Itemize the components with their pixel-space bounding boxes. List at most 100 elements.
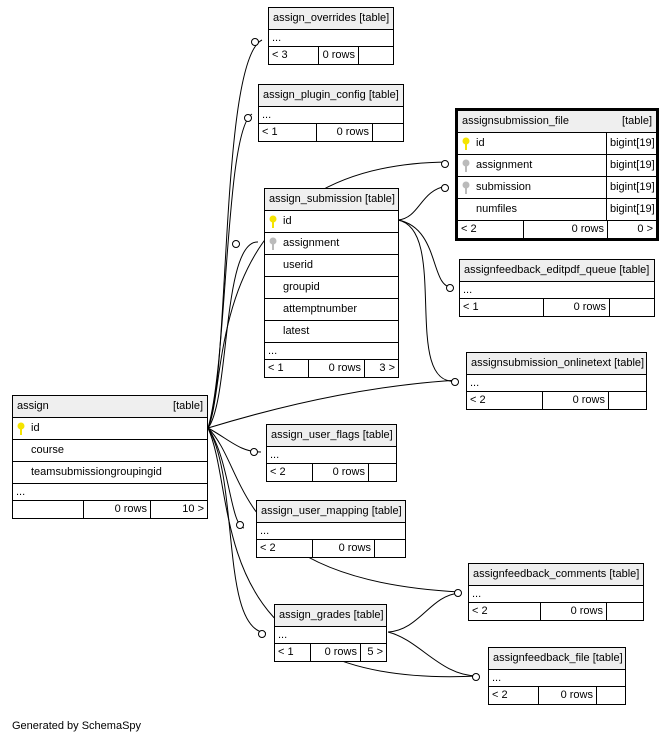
more-columns: ... [467, 375, 646, 392]
children-count [609, 392, 646, 409]
parents-count: < 2 [267, 464, 313, 481]
column-name: submission [476, 181, 532, 193]
column-row: assignment bigint[19] [458, 155, 656, 177]
table-name: assignfeedback_file [493, 652, 590, 664]
table-assignsubmission-file[interactable]: assignsubmission_file[table] id bigint[1… [455, 108, 659, 241]
more-columns: ... [265, 343, 398, 360]
row-count: 0 rows [317, 124, 373, 141]
column-row: groupid [265, 277, 398, 299]
relation-assign-overrides [207, 39, 263, 429]
column-row: numfiles bigint[19] [458, 199, 656, 221]
table-name: assign_user_mapping [261, 505, 369, 517]
relation-grades-feedback-file [387, 631, 479, 677]
parents-count: < 1 [460, 299, 544, 316]
row-count: 0 rows [524, 221, 608, 238]
table-header: assignfeedback_file [table] [489, 648, 625, 670]
table-footer: < 2 0 rows [257, 540, 405, 557]
table-assignsubmission-onlinetext[interactable]: assignsubmission_onlinetext [table] ... … [466, 352, 647, 410]
table-header: assignfeedback_editpdf_queue [table] [460, 260, 654, 282]
parents-count: < 2 [458, 221, 524, 238]
column-row: id [13, 418, 207, 440]
relation-assign-assignsubmission-file [207, 161, 448, 429]
column-name: assignment [476, 159, 533, 171]
table-header: assign[table] [13, 396, 207, 418]
column-name: course [31, 444, 65, 456]
more-columns: ... [460, 282, 654, 299]
table-name: assign [17, 400, 49, 412]
column-name: assignment [283, 237, 340, 249]
relation-assign-grades [207, 427, 267, 634]
row-count: 0 rows [544, 299, 610, 316]
more-columns: ... [469, 586, 643, 603]
table-footer: < 1 0 rows 5 > [275, 644, 386, 661]
relation-end-circle [236, 521, 244, 529]
relation-assign-feedback-file [207, 427, 479, 678]
table-tag: [table] [619, 264, 650, 276]
relation-end-circle [441, 184, 449, 192]
more-columns: ... [267, 447, 396, 464]
table-assignfeedback-file[interactable]: assignfeedback_file [table] ... < 2 0 ro… [488, 647, 626, 705]
primary-key-icon [462, 137, 470, 150]
row-count: 0 rows [84, 501, 151, 518]
table-tag: [table] [614, 357, 645, 369]
foreign-key-icon [269, 237, 277, 250]
table-assign-overrides[interactable]: assign_overrides [table] ... < 3 0 rows [268, 7, 394, 65]
table-tag: [table] [362, 429, 393, 441]
parents-count: < 2 [467, 392, 543, 409]
generated-by-footer: Generated by SchemaSpy [12, 720, 142, 732]
table-footer: < 2 0 rows [467, 392, 646, 409]
table-footer: < 2 0 rows [489, 687, 625, 704]
table-assignfeedback-comments[interactable]: assignfeedback_comments [table] ... < 2 … [468, 563, 644, 621]
table-assign-plugin-config[interactable]: assign_plugin_config [table] ... < 1 0 r… [258, 84, 404, 142]
relation-end-circle [251, 38, 259, 46]
table-name: assign_user_flags [271, 429, 360, 441]
primary-key-icon [17, 422, 25, 435]
children-count: 5 > [367, 646, 383, 658]
table-header: assign_user_mapping [table] [257, 501, 405, 523]
table-footer: 0 rows 10 > [13, 501, 207, 518]
relation-assign-onlinetext [207, 379, 459, 429]
table-assign-user-mapping[interactable]: assign_user_mapping [table] ... < 2 0 ro… [256, 500, 406, 558]
relation-end-circle [232, 240, 240, 248]
relation-end-circle [258, 630, 266, 638]
table-tag: [table] [365, 193, 395, 205]
table-name: assign_submission [269, 193, 362, 205]
row-count: 0 rows [319, 47, 359, 64]
column-name: id [31, 422, 40, 434]
column-row: attemptnumber [265, 299, 398, 321]
more-columns: ... [257, 523, 405, 540]
relation-end-circle [441, 160, 449, 168]
table-name: assignfeedback_editpdf_queue [464, 264, 617, 276]
table-assign-grades[interactable]: assign_grades [table] ... < 1 0 rows 5 > [274, 604, 387, 662]
table-assign-submission[interactable]: assign_submission [table] id assignment … [264, 188, 399, 378]
table-footer: < 2 0 rows [267, 464, 396, 481]
column-name: groupid [283, 281, 320, 293]
relation-submission-editpdf [397, 219, 453, 288]
children-count [607, 603, 643, 620]
table-tag: [table] [371, 505, 402, 517]
table-footer: < 1 0 rows 3 > [265, 360, 398, 377]
table-assignfeedback-editpdf-queue[interactable]: assignfeedback_editpdf_queue [table] ...… [459, 259, 655, 317]
table-name: assignsubmission_onlinetext [471, 357, 612, 369]
children-count: 3 > [379, 362, 395, 374]
relation-end-circle [244, 114, 252, 122]
column-row: teamsubmissiongroupingid [13, 462, 207, 484]
table-tag: [table] [359, 12, 390, 24]
parents-count: < 3 [269, 47, 319, 64]
children-count [375, 540, 405, 557]
table-assign-user-flags[interactable]: assign_user_flags [table] ... < 2 0 rows [266, 424, 397, 482]
children-count [369, 464, 396, 481]
column-name: id [283, 215, 292, 227]
row-count: 0 rows [541, 603, 607, 620]
column-row: id [265, 211, 398, 233]
parents-count: < 2 [489, 687, 539, 704]
table-header: assign_submission [table] [265, 189, 398, 211]
column-row: latest [265, 321, 398, 343]
children-count: 0 > [637, 223, 653, 235]
more-columns: ... [13, 484, 207, 501]
table-header: assignsubmission_file[table] [458, 111, 656, 133]
table-header: assignsubmission_onlinetext [table] [467, 353, 646, 375]
row-count: 0 rows [311, 644, 361, 661]
table-assign[interactable]: assign[table] id course teamsubmissiongr… [12, 395, 208, 519]
